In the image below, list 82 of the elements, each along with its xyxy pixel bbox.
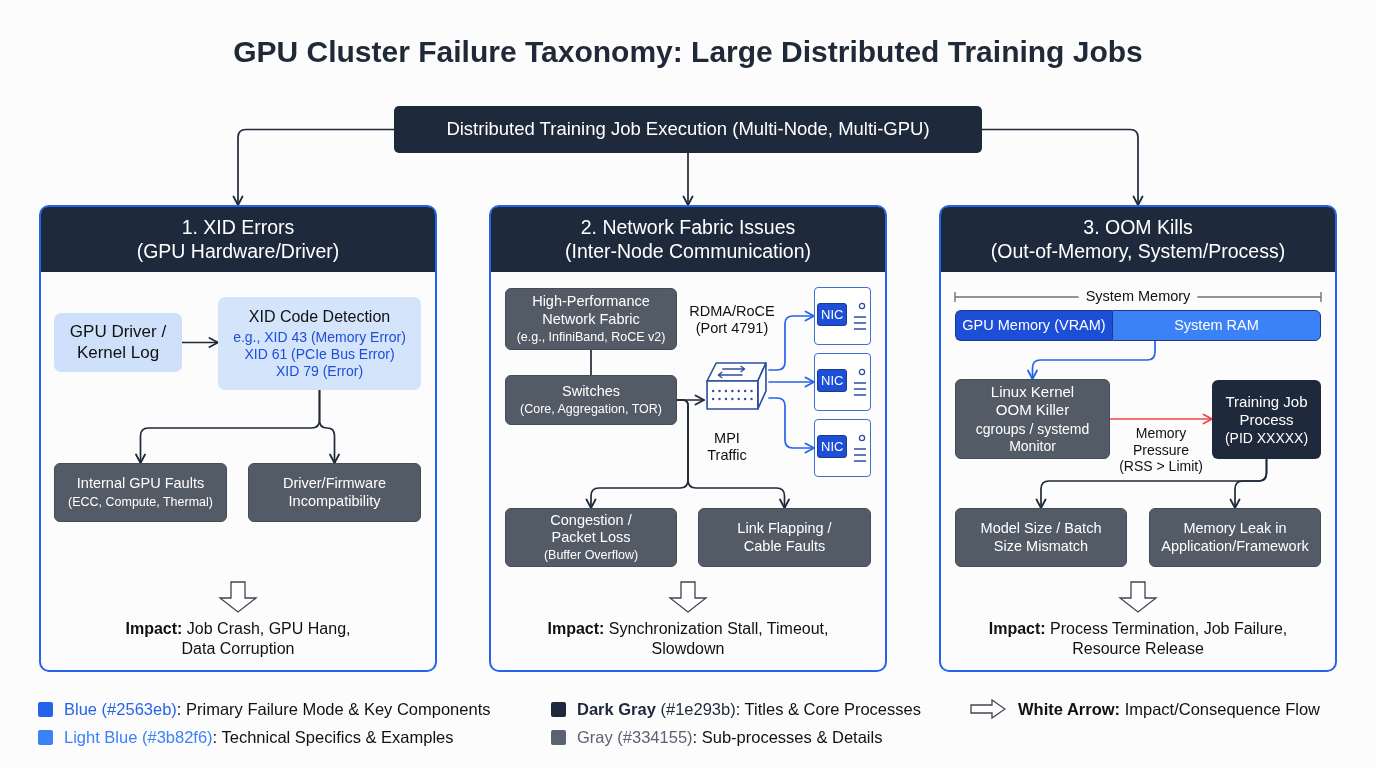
- step-detail: (ECC, Compute, Thermal): [68, 494, 213, 510]
- failure-box: [505, 508, 677, 567]
- hollow-arrow: [668, 581, 708, 613]
- server-unit: [814, 353, 871, 411]
- hollow-arrow: [1118, 581, 1158, 613]
- step-label: XID Code Detection: [248, 307, 391, 327]
- category-panel: [489, 205, 887, 672]
- failure-box: [955, 508, 1127, 567]
- step-detail: (Buffer Overflow): [543, 548, 639, 564]
- connector-arrow: [768, 376, 815, 388]
- example-text: XID 61 (PCIe Bus Error): [244, 346, 395, 363]
- step-label: Training Job Process: [1224, 392, 1309, 429]
- memory-segment: [955, 310, 1112, 341]
- memory-segment: [1112, 310, 1321, 341]
- diagram-title: GPU Cluster Failure Taxonomy: Large Distributed Training Jobs: [233, 34, 1143, 70]
- step-label: Congestion / Packet Loss: [549, 511, 633, 547]
- impact-text: Impact: Process Termination, Job Failure, Resource Release: [973, 619, 1303, 663]
- connector-arrow: [682, 152, 694, 206]
- panel-title: 2. Network Fabric Issues: [580, 215, 796, 240]
- legend-text: Light Blue (#3b82f6): Technical Specifics & Examples: [64, 727, 454, 748]
- step-label: Distributed Training Job Execution (Multi-Node, Multi-GPU): [446, 118, 930, 141]
- step-label: GPU Memory (VRAM): [962, 316, 1106, 335]
- connector-arrow: [1109, 413, 1213, 425]
- step-label: High-Performance Network Fabric: [531, 293, 651, 328]
- category-panel: [39, 205, 437, 672]
- panel-subtitle: (Out-of-Memory, System/Process): [990, 239, 1286, 264]
- hollow-arrow: [218, 581, 258, 613]
- step-label: Switches: [562, 382, 620, 401]
- step-detail: cgroups / systemd Monitor: [974, 421, 1091, 455]
- panel-subtitle: (GPU Hardware/Driver): [136, 239, 340, 264]
- panel-subtitle: (Inter-Node Communication): [565, 239, 811, 264]
- connector-arrow: [676, 399, 790, 509]
- connector-line: [590, 349, 592, 376]
- failure-box: [248, 463, 421, 522]
- connector-arrow: [768, 310, 815, 371]
- legend-text: White Arrow: Impact/Consequence Flow: [1018, 699, 1320, 720]
- failure-box: [505, 288, 677, 350]
- panel-title: 1. XID Errors: [181, 215, 295, 240]
- failure-box: [955, 379, 1110, 459]
- failure-box: [505, 375, 677, 425]
- category-panel: [939, 205, 1337, 672]
- annotation-label: MPI Traffic: [706, 430, 748, 465]
- step-label: Memory Leak in Application/Framework: [1160, 520, 1310, 555]
- example-text: XID 79 (Error): [275, 363, 364, 380]
- impact-text: Impact: Job Crash, GPU Hang, Data Corruption: [115, 619, 361, 663]
- process-box: [54, 313, 182, 372]
- connector-arrow: [1229, 458, 1268, 509]
- legend-text: Dark Gray (#1e293b): Titles & Core Processes: [577, 699, 921, 720]
- connector-arrow: [981, 128, 1144, 206]
- legend-text: Gray (#334155): Sub-processes & Details: [577, 727, 883, 748]
- network-switch-icon: [704, 360, 769, 412]
- process-box: [1212, 380, 1321, 459]
- detection-box: [218, 297, 421, 390]
- failure-box: [698, 508, 871, 567]
- step-detail: (PID XXXXX): [1224, 429, 1309, 447]
- server-unit: [814, 287, 871, 345]
- step-label: Model Size / Batch Size Mismatch: [979, 520, 1103, 555]
- server-unit: [814, 419, 871, 477]
- failure-box: [54, 463, 227, 522]
- step-label: Link Flapping / Cable Faults: [736, 520, 833, 555]
- step-detail: (e.g., InfiniBand, RoCE v2): [516, 329, 666, 345]
- step-label: Internal GPU Faults: [76, 475, 205, 493]
- step-label: System RAM: [1174, 316, 1259, 335]
- nic-label: NIC: [817, 435, 848, 458]
- annotation-label: RDMA/RoCE (Port 4791): [688, 303, 776, 338]
- panel-title: 3. OOM Kills: [1083, 215, 1193, 240]
- connector-arrow: [768, 397, 815, 454]
- connector-arrow: [181, 337, 219, 348]
- step-label: Linux Kernel OOM Killer: [989, 383, 1076, 420]
- legend-text: Blue (#2563eb): Primary Failure Mode & Key Components: [64, 699, 491, 720]
- example-text: e.g., XID 43 (Memory Error): [233, 329, 406, 347]
- nic-label: NIC: [817, 303, 848, 326]
- step-label: GPU Driver / Kernel Log: [68, 322, 168, 363]
- step-label: Driver/Firmware Incompatibility: [281, 475, 388, 510]
- process-box: [394, 106, 982, 153]
- connector-arrow: [232, 128, 395, 206]
- step-detail: (Core, Aggregation, TOR): [520, 402, 662, 418]
- annotation-label: System Memory: [1085, 288, 1191, 306]
- nic-label: NIC: [817, 369, 848, 392]
- impact-text: Impact: Synchronization Stall, Timeout, Slowdown: [528, 619, 848, 663]
- connector-arrow: [318, 389, 340, 464]
- failure-box: [1149, 508, 1321, 567]
